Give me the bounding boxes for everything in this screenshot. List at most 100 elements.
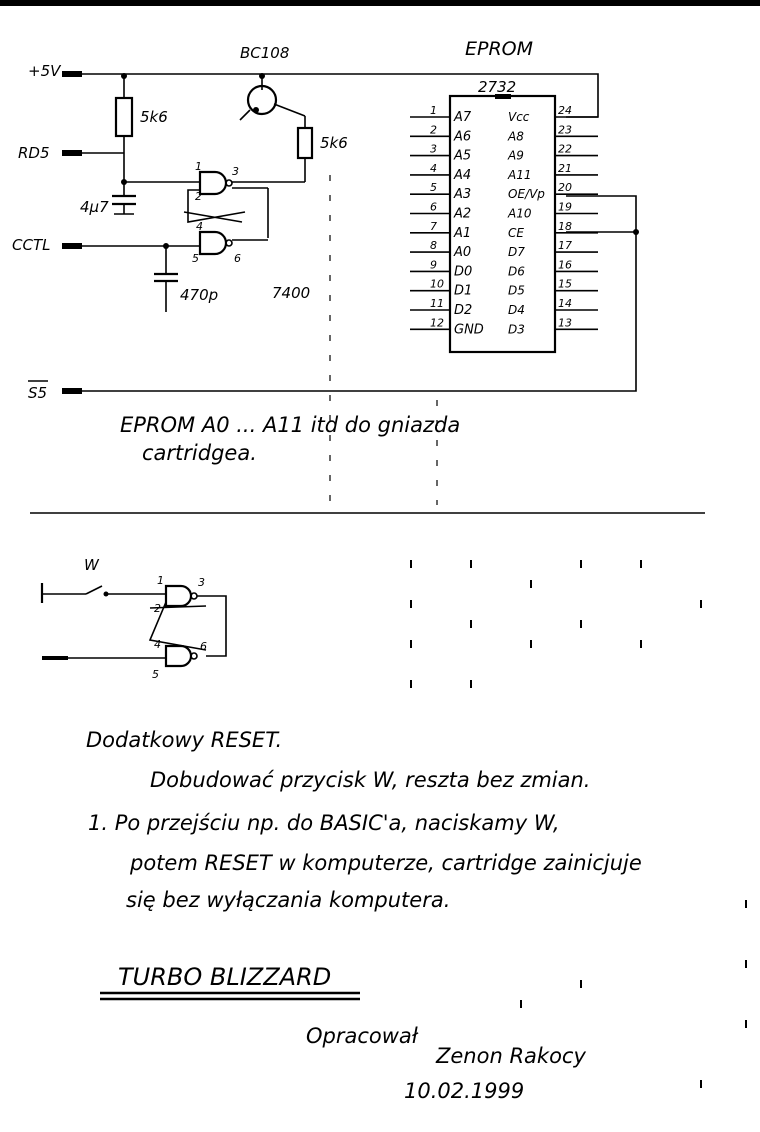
chip-right-pin-name: A11 — [507, 168, 531, 182]
chip-right-pin-number: 23 — [558, 123, 572, 136]
footer-title: TURBO BLIZZARD — [118, 963, 331, 991]
chip-left-pin-name: A0 — [453, 245, 471, 260]
chip-right-pin-name: A8 — [507, 129, 524, 143]
chip-left-pin-number: 5 — [430, 181, 437, 194]
chip-right-pin-number: 21 — [558, 162, 572, 175]
s5-wire — [82, 231, 637, 392]
reset-pin3: 3 — [198, 576, 205, 589]
c1-label: 4μ7 — [80, 198, 109, 216]
ic-label: 7400 — [272, 284, 310, 302]
reset-gate-1 — [164, 584, 193, 608]
chip-left-pin-number: 8 — [430, 239, 437, 252]
chip-left-pin-number: 3 — [430, 143, 437, 156]
footer-date: 10.02.1999 — [404, 1079, 524, 1103]
chip-left-pin-number: 12 — [430, 316, 444, 329]
r2-body — [296, 126, 314, 160]
cctl-pad — [62, 243, 82, 249]
cctl-label: CCTL — [12, 236, 50, 254]
chip-right-pin-name: D6 — [508, 264, 525, 278]
chip-left-pin-name: A4 — [453, 168, 471, 183]
reset-latch-wire — [197, 595, 227, 657]
reset-cross-wire — [148, 601, 207, 651]
chip-left-pin-number: 11 — [430, 297, 444, 310]
scan-noise-dots — [410, 560, 747, 1088]
chip-notch — [495, 94, 511, 99]
rd5-pad — [62, 150, 82, 156]
chip-right-pin-number: 20 — [558, 181, 572, 194]
chip-left-pin-number: 1 — [430, 104, 437, 117]
gate1-pin1: 1 — [195, 160, 202, 173]
chip-right-pin-number: 16 — [558, 258, 572, 271]
chip-right-pin-number: 24 — [558, 104, 572, 117]
oe-ce-wire — [566, 195, 637, 232]
chip-left-pin-name: A7 — [453, 110, 472, 125]
note-line4: się bez wyłączania komputera. — [126, 888, 450, 912]
chip-right-pin-number: 15 — [558, 278, 572, 291]
chip-left-pin-name: A6 — [453, 129, 471, 144]
r1-label: 5k6 — [140, 108, 168, 126]
reset-pin6: 6 — [200, 640, 207, 653]
nand-gate-2 — [198, 230, 228, 256]
plus5v-pad — [62, 71, 82, 77]
chip-left-pin-number: 2 — [430, 123, 437, 136]
r2-label: 5k6 — [320, 134, 348, 152]
chip-left-pin-name: A2 — [453, 207, 471, 222]
top-note-line1: EPROM A0 ... A11 itd do gniazda — [120, 413, 460, 437]
top-note-line2: cartridgea. — [142, 441, 257, 465]
chip-right-pin-number: 19 — [558, 201, 572, 214]
reset-pin1: 1 — [157, 574, 164, 587]
transistor-label: BC108 — [240, 44, 289, 62]
gate2-pin6: 6 — [234, 252, 241, 265]
plus5v-label: +5V — [28, 62, 62, 80]
chip-right-pin-number: 13 — [558, 316, 572, 329]
chip-right-pin-name: D5 — [508, 284, 525, 298]
latch-cross-wire — [183, 211, 243, 223]
prepared-label: Opracował — [306, 1024, 419, 1048]
chip-right-pin-number: 18 — [558, 220, 572, 233]
gate2-bubble — [225, 239, 233, 247]
gate1-pin2: 2 — [195, 190, 202, 203]
switch-contact — [85, 585, 103, 595]
gate1-pin3: 3 — [232, 165, 239, 178]
chip-right-pin-name: Vcc — [508, 110, 530, 124]
r1-body — [114, 96, 134, 138]
note-heading: Dodatkowy RESET. — [86, 728, 282, 752]
chip-left-pin-number: 7 — [430, 220, 437, 233]
reset-gate2-bubble — [190, 652, 198, 660]
chip-left-pin-name: D2 — [454, 303, 472, 318]
chip-right-pin-name: A10 — [507, 207, 532, 221]
note-line3: potem RESET w komputerze, cartridge zain… — [129, 851, 642, 875]
top-border — [0, 0, 760, 6]
switch-label: W — [84, 556, 100, 574]
note-line1: Dobudować przycisk W, reszta bez zmian. — [150, 768, 591, 792]
chip-right-pin-name: OE/Vp — [508, 187, 545, 201]
chip-right-pin-number: 17 — [558, 239, 572, 252]
chip-right-pin-name: A9 — [507, 149, 524, 163]
chip-left-pin-number: 6 — [430, 201, 437, 214]
chip-left-pin-name: GND — [454, 322, 484, 337]
chip-left-pin-name: D0 — [454, 264, 472, 279]
chip-right-pin-number: 14 — [558, 297, 572, 310]
junction-dot — [633, 229, 639, 235]
chip-left-pin-number: 10 — [430, 278, 444, 291]
reset-input-pad — [42, 656, 68, 660]
chip-right-pin-name: D4 — [508, 303, 525, 317]
s5-label: S5 — [28, 384, 47, 402]
chip-right-pin-number: 22 — [558, 143, 572, 156]
reset-pin5: 5 — [152, 668, 159, 681]
s5-pad — [62, 388, 82, 394]
gate2-pin5: 5 — [192, 252, 199, 265]
junction-dot — [253, 107, 259, 113]
chip-right-pin-name: CE — [508, 226, 524, 240]
chip-left-pin-number: 9 — [430, 258, 437, 271]
eprom-title: EPROM — [465, 38, 533, 60]
chip-right-pin-name: D3 — [508, 322, 525, 336]
transistor-lead — [273, 103, 306, 117]
reset-gate-2 — [164, 644, 193, 668]
author-name: Zenon Rakocy — [435, 1044, 586, 1068]
reset-cross-wire — [149, 605, 207, 609]
gate1-bubble — [225, 179, 233, 187]
chip-left-pin-name: A1 — [453, 226, 471, 241]
